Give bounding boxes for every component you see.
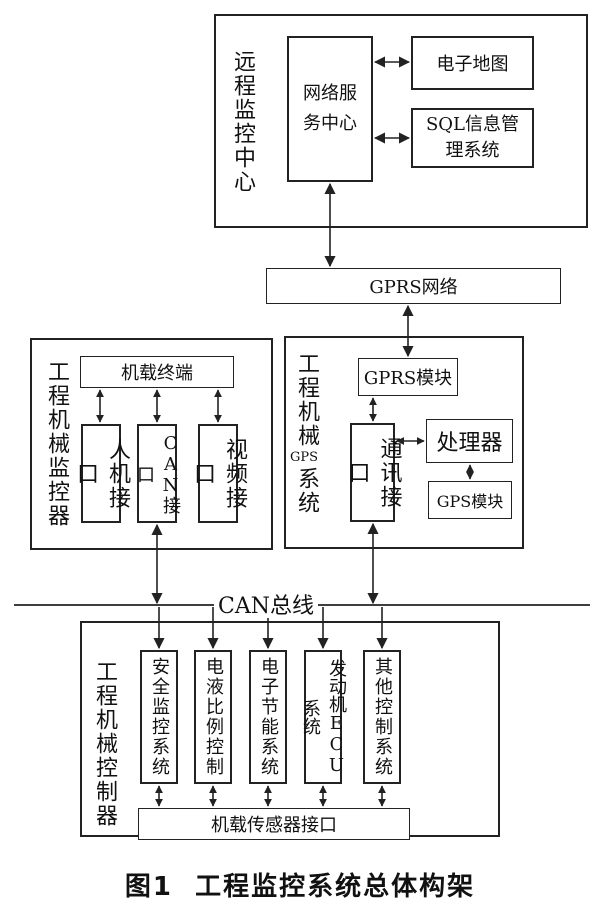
gprs-module: GPRS模块 — [358, 358, 458, 396]
figure-caption: 图1 工程监控系统总体构架 — [124, 872, 476, 902]
comm-interface: 通讯接口 — [345, 423, 402, 522]
remote-center-label: 远程监控中心 — [230, 50, 255, 194]
module-energy-saving: 电子节能系统 — [249, 650, 287, 784]
hmi-interface: 人机接口 — [73, 424, 130, 523]
gps-system-label-top: 工程机械 — [294, 352, 319, 448]
gps-module: GPS模块 — [428, 481, 512, 519]
video-interface: 视频接口 — [190, 424, 247, 523]
network-service-center: 网络服务中心 — [287, 36, 373, 182]
onboard-terminal: 机载终端 — [80, 356, 234, 388]
module-safety-monitor: 安全监控系统 — [140, 650, 178, 784]
monitor-label: 工程机械监控器 — [44, 360, 69, 528]
sensor-interface: 机载传感器接口 — [138, 808, 410, 840]
processor-box: 处理器 — [426, 419, 513, 463]
gps-system-label-gps: GPS — [290, 450, 319, 465]
gps-system-label: 工程机械 GPS 系统 — [290, 352, 319, 515]
can-interface: CAN接口 — [134, 424, 181, 523]
gps-system-label-bottom: 系统 — [294, 467, 319, 515]
controller-label: 工程机械控制器 — [92, 660, 117, 828]
sql-system-box: SQL信息管理系统 — [411, 108, 534, 168]
gprs-network-box: GPRS网络 — [266, 268, 561, 304]
module-electrohydraulic: 电液比例控制 — [194, 650, 232, 784]
e-map-box: 电子地图 — [411, 36, 534, 90]
module-other-control: 其他控制系统 — [363, 650, 401, 784]
module-engine-ecu: 发动机ECU系统 — [300, 650, 347, 784]
can-bus-label-overlay: CAN总线 — [214, 590, 318, 619]
